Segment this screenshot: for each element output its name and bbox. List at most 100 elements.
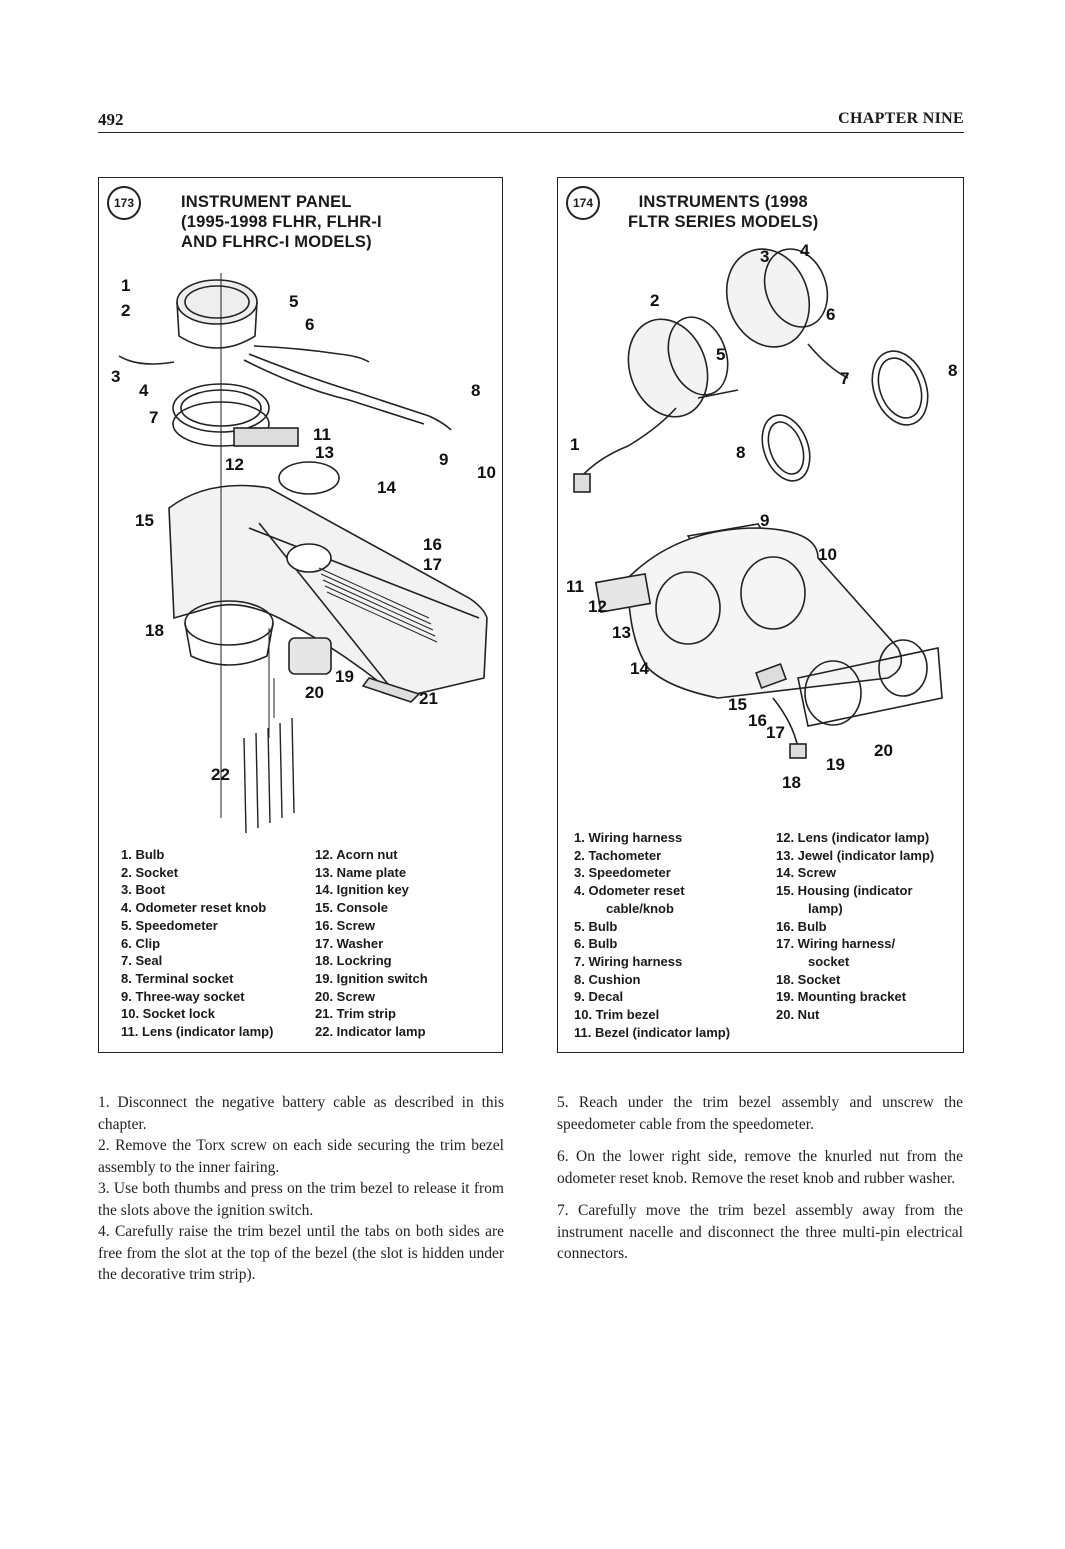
legend-item: 9. Decal [574,989,624,1005]
callout-7: 7 [840,369,849,388]
legend-left: 1. Bulb 2. Socket 3. Boot 4. Odometer re… [121,846,273,1041]
callout-11: 11 [313,425,331,444]
callout-15: 15 [728,695,747,714]
legend-item: 11. Lens (indicator lamp) [121,1024,274,1040]
legend-item: 20. Screw [315,988,375,1004]
legend-item: 6. Clip [121,935,161,951]
legend-item: 13. Name plate [315,864,407,880]
figure-173-callouts: 1 2 3 4 5 6 7 8 9 10 11 12 13 14 15 16 1… [111,276,496,784]
legend-item: 17. Washer [315,935,384,951]
callout-1: 1 [121,276,130,295]
legend-item: 14. Screw [776,865,836,881]
callout-12: 12 [588,597,607,616]
legend-left: 1. Wiring harness 2. Tachometer 3. Speed… [574,829,730,1041]
legend-item: 4. Odometer reset knob [121,900,267,916]
figure-number: 173 [107,186,141,220]
title-line: INSTRUMENT PANEL [181,193,352,211]
legend-item: 8. Terminal socket [121,970,234,986]
callout-12: 12 [225,455,244,474]
legend-item: 10. Socket lock [121,1006,215,1022]
legend-item: 21. Trim strip [315,1006,396,1022]
legend-item: 2. Socket [121,864,179,880]
legend-item: 10. Trim bezel [574,1007,660,1023]
step-2: 2. Remove the Torx screw on each side se… [98,1137,504,1176]
callout-4: 4 [800,241,810,260]
callout-16: 16 [423,535,442,554]
legend-item: 16. Bulb [776,918,827,934]
legend-right: 12. Lens (indicator lamp) 13. Jewel (ind… [776,829,934,1024]
legend-right: 12. Acorn nut 13. Name plate 14. Ignitio… [315,846,428,1041]
callout-20: 20 [305,683,324,702]
callout-3: 3 [760,247,769,266]
step-6: 6. On the lower right side, remove the k… [557,1148,963,1187]
legend-item: 16. Screw [315,917,375,933]
figure-title: INSTRUMENT PANEL (1995-1998 FLHR, FLHR-I… [181,192,382,252]
instrument-panel-diagram: 1 2 3 4 5 6 7 8 9 10 11 12 13 14 15 16 1… [111,273,496,834]
legend-item: 12. Acorn nut [315,847,398,862]
legend-item: 9. Three-way socket [121,988,245,1004]
legend-item: 12. Lens (indicator lamp) [776,830,930,845]
callout-19: 19 [826,755,845,774]
figure-174-callouts: 1 2 3 4 5 6 7 8 8 9 10 11 12 13 14 15 16… [566,241,957,792]
callout-20: 20 [874,741,893,760]
step-7: 7. Carefully move the trim bezel assembl… [557,1202,963,1262]
callout-2: 2 [650,291,659,310]
legend-item: 15. Console [315,900,388,916]
legend-item: 22. Indicator lamp [315,1024,426,1040]
callout-21: 21 [419,689,438,708]
callout-6: 6 [305,315,314,334]
figure-173: 1 2 3 4 5 6 7 8 9 10 11 12 13 14 15 16 1… [98,177,503,1053]
text-column-left: 1. Disconnect the negative battery cable… [98,1092,504,1286]
legend-item: cable/knob [606,900,674,916]
callout-10: 10 [818,545,837,564]
callout-14: 14 [377,478,396,497]
callout-9: 9 [760,511,769,530]
legend-item: socket [808,953,850,969]
figure-number: 174 [566,186,600,220]
legend-item: 1. Bulb [121,847,165,862]
legend-item: 7. Seal [121,953,163,969]
legend-item: 11. Bezel (indicator lamp) [574,1024,731,1040]
callout-17: 17 [423,555,442,574]
callout-18: 18 [145,621,164,640]
legend-item: 19. Ignition switch [315,970,428,986]
callout-3: 3 [111,367,120,386]
legend-item: lamp) [808,900,843,916]
callout-1: 1 [570,435,579,454]
legend-item: 1. Wiring harness [574,830,683,845]
step-5: 5. Reach under the trim bezel assembly a… [557,1094,963,1133]
callout-17: 17 [766,723,785,742]
legend-item: 18. Socket [776,971,841,987]
callout-22: 22 [211,765,230,784]
legend-item: 2. Tachometer [574,847,662,863]
legend-item: 19. Mounting bracket [776,989,907,1005]
title-line: FLTR SERIES MODELS) [628,213,819,231]
callout-9: 9 [439,450,448,469]
callout-15: 15 [135,511,154,530]
callout-13: 13 [315,443,334,462]
callout-10: 10 [477,463,496,482]
legend-item: 3. Speedometer [574,865,671,881]
callout-13: 13 [612,623,631,642]
title-line: INSTRUMENTS (1998 [638,193,808,211]
figure-174: 1 2 3 4 5 6 7 8 8 9 10 11 12 13 14 15 16… [557,177,964,1053]
legend-item: 20. Nut [776,1007,820,1023]
legend-item: 3. Boot [121,882,166,898]
callout-8b: 8 [736,443,745,462]
legend-item: 4. Odometer reset [574,883,685,899]
title-line: (1995-1998 FLHR, FLHR-I [181,213,382,231]
callout-11: 11 [566,577,584,596]
legend-item: 5. Bulb [574,918,618,934]
legend-item: 18. Lockring [315,953,392,969]
step-1: 1. Disconnect the negative battery cable… [98,1094,504,1133]
legend-item: 15. Housing (indicator [776,883,913,899]
callout-7: 7 [149,408,158,427]
chapter-title: CHAPTER NINE [838,110,964,127]
page-number: 492 [98,110,124,129]
legend-item: 7. Wiring harness [574,953,683,969]
callout-5: 5 [716,345,725,364]
step-3: 3. Use both thumbs and press on the trim… [98,1180,504,1219]
callout-14: 14 [630,659,649,678]
callout-8: 8 [948,361,957,380]
callout-6: 6 [826,305,835,324]
